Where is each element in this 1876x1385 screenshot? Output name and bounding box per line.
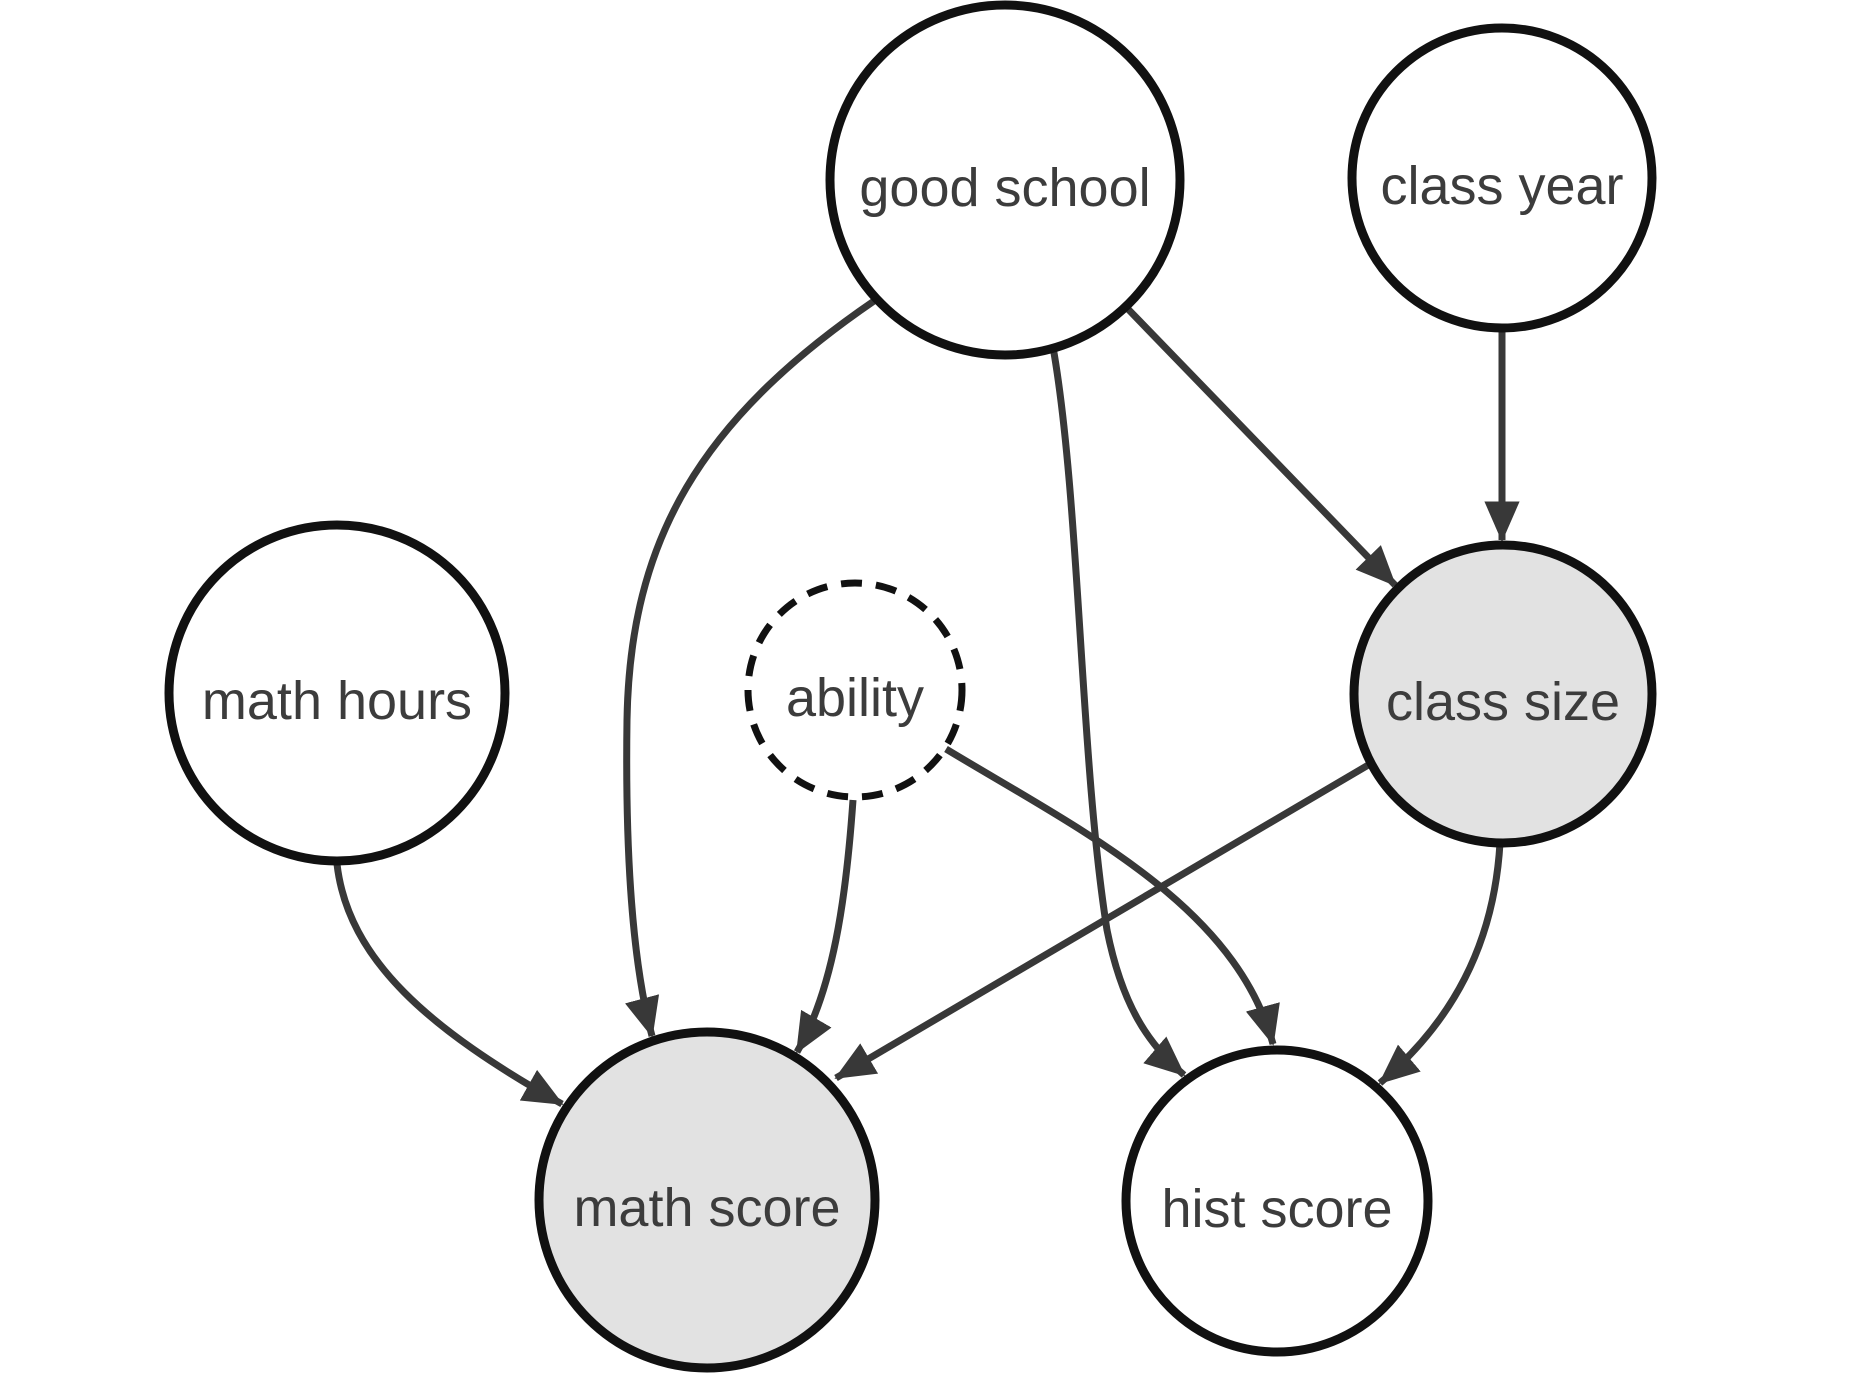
edge-class-size-to-hist-score [1377, 842, 1504, 1086]
node-good-school-label: good school [859, 158, 1150, 218]
nodes-layer: good school class year math hours abilit… [164, 0, 1657, 1373]
edge-class-size-to-math-score [834, 760, 1372, 1082]
node-class-year-label: class year [1380, 156, 1623, 216]
node-class-year: class year [1347, 23, 1657, 333]
node-good-school-circle [825, 0, 1185, 360]
node-hist-score-label: hist score [1161, 1179, 1392, 1239]
node-math-hours: math hours [164, 520, 510, 866]
edge-math-hours-to-math-score [333, 863, 564, 1108]
node-math-score: math score [534, 1027, 880, 1373]
node-hist-score: hist score [1121, 1045, 1433, 1357]
node-ability-circle [744, 579, 966, 801]
node-hist-score-circle [1121, 1045, 1433, 1357]
node-class-size-circle [1349, 540, 1657, 848]
edge-good-school-to-class-size [1124, 305, 1398, 588]
node-ability-label: ability [786, 668, 924, 728]
node-math-score-circle [534, 1027, 880, 1373]
edge-ability-to-math-score [793, 799, 857, 1054]
node-good-school: good school [825, 0, 1185, 360]
edge-good-school-to-hist-score [1049, 346, 1187, 1078]
node-math-hours-label: math hours [202, 671, 472, 731]
edge-good-school-to-math-score [623, 298, 876, 1038]
node-math-hours-circle [164, 520, 510, 866]
node-ability: ability [744, 579, 966, 801]
node-class-size: class size [1349, 540, 1657, 848]
node-class-size-label: class size [1386, 672, 1620, 732]
node-math-score-label: math score [573, 1178, 840, 1238]
edges-layer [333, 298, 1520, 1108]
node-class-year-circle [1347, 23, 1657, 333]
edge-ability-to-hist-score [944, 746, 1280, 1046]
